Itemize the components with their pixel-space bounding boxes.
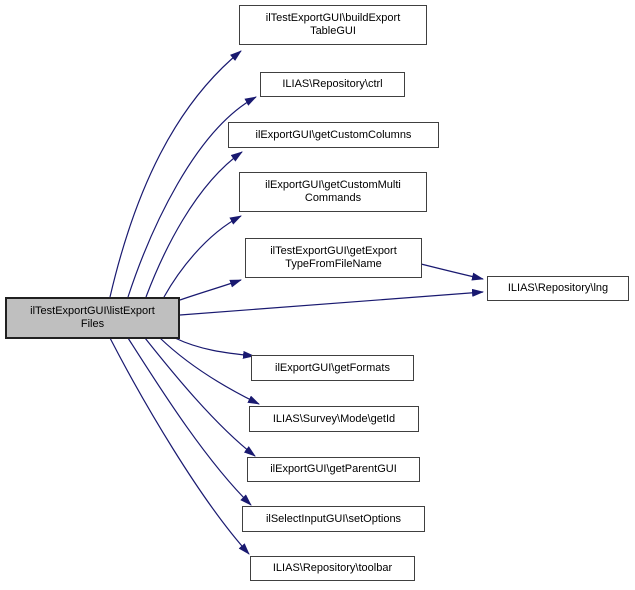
node-set-options[interactable]: ilSelectInputGUI\setOptions	[242, 506, 425, 532]
edge-listexportfiles-lng	[179, 288, 484, 316]
edge-listexportfiles-toolbar	[109, 337, 250, 555]
edge-listexportfiles-setoptions	[127, 337, 252, 506]
edge-listexportfiles-getid	[159, 337, 260, 405]
node-lng[interactable]: ILIAS\Repository\lng	[487, 276, 629, 301]
edge-listexportfiles-getformats	[174, 337, 255, 359]
node-get-id[interactable]: ILIAS\Survey\Mode\getId	[249, 406, 419, 432]
node-build-export-table-gui[interactable]: ilTestExportGUI\buildExport TableGUI	[239, 5, 427, 45]
edge-listexportfiles-ctrl	[127, 96, 257, 298]
node-get-custom-columns[interactable]: ilExportGUI\getCustomColumns	[228, 122, 439, 148]
edge-listexportfiles-getexporttypefromfilename	[179, 279, 242, 301]
node-get-parent-gui[interactable]: ilExportGUI\getParentGUI	[247, 457, 420, 482]
node-ctrl[interactable]: ILIAS\Repository\ctrl	[260, 72, 405, 97]
edge-listexportfiles-getcustommulticommands	[163, 215, 242, 298]
edge-listexportfiles-buildexporttablegui	[109, 50, 242, 298]
node-toolbar[interactable]: ILIAS\Repository\toolbar	[250, 556, 415, 581]
node-get-formats[interactable]: ilExportGUI\getFormats	[251, 355, 414, 381]
node-get-custom-multi-commands[interactable]: ilExportGUI\getCustomMulti Commands	[239, 172, 427, 212]
node-get-export-type-from-file-name[interactable]: ilTestExportGUI\getExport TypeFromFileNa…	[245, 238, 422, 278]
edge-listexportfiles-getparentgui	[144, 337, 256, 457]
edge-listexportfiles-getcustomcolumns	[145, 151, 243, 298]
edge-getexporttypefromfilename-lng	[420, 263, 484, 281]
node-list-export-files: ilTestExportGUI\listExport Files	[5, 297, 180, 339]
